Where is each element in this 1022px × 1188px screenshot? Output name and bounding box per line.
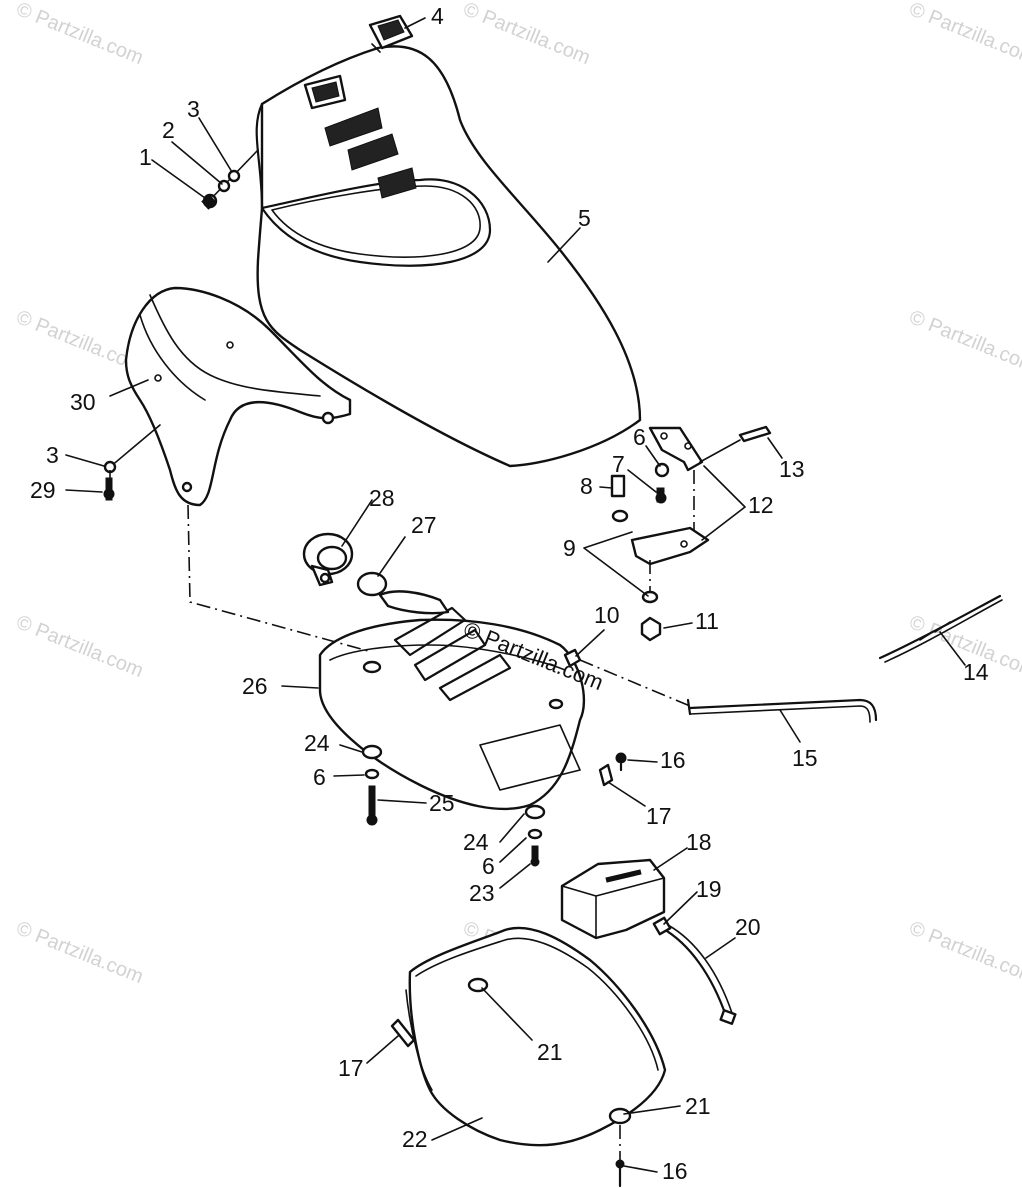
callout-8: 8 xyxy=(580,473,593,499)
watermark: © Partzilla.com xyxy=(906,306,1022,377)
watermark: © Partzilla.com xyxy=(13,0,146,69)
callout-19: 19 xyxy=(696,876,722,902)
callout-14: 14 xyxy=(963,659,989,685)
fastener-group-left xyxy=(103,424,161,501)
callout-17: 17 xyxy=(646,803,672,829)
callout-21: 21 xyxy=(685,1093,711,1119)
callout-21: 21 xyxy=(537,1039,563,1065)
fastener-group-upper-left xyxy=(201,149,259,210)
callout-20: 20 xyxy=(735,914,761,940)
watermark: © Partzilla.com xyxy=(906,0,1022,69)
plug-group-tray xyxy=(598,752,627,787)
cable-part xyxy=(878,594,1003,663)
tub-part xyxy=(405,926,667,1147)
callout-16: 16 xyxy=(662,1158,688,1184)
callout-30: 30 xyxy=(70,389,96,415)
bracket-group-right xyxy=(610,425,772,642)
seat-part xyxy=(255,45,642,468)
callout-6: 6 xyxy=(633,424,646,450)
callout-3: 3 xyxy=(46,442,59,468)
callout-28: 28 xyxy=(369,485,395,511)
watermark: © Partzilla.com xyxy=(13,611,146,682)
callout-3: 3 xyxy=(187,96,200,122)
callout-2: 2 xyxy=(162,117,175,143)
callout-18: 18 xyxy=(686,829,712,855)
callout-11: 11 xyxy=(695,608,719,634)
rod-part xyxy=(686,698,878,723)
drain-plug-lower xyxy=(615,1125,625,1188)
fastener-group-tray-left xyxy=(361,744,383,826)
strap-part xyxy=(652,916,737,1025)
callout-5: 5 xyxy=(578,205,591,231)
callout-22: 22 xyxy=(402,1126,428,1152)
callout-27: 27 xyxy=(411,512,437,538)
watermark-layer: © Partzilla.com © Partzilla.com © Partzi… xyxy=(13,0,1022,988)
callout-25: 25 xyxy=(429,790,455,816)
callout-15: 15 xyxy=(792,745,818,771)
callout-23: 23 xyxy=(469,880,495,906)
watermark: © Partzilla.com xyxy=(460,0,593,69)
callout-12: 12 xyxy=(748,492,774,518)
callout-13: 13 xyxy=(779,456,805,482)
callout-16: 16 xyxy=(660,747,686,773)
callout-26: 26 xyxy=(242,673,268,699)
assembly-lines xyxy=(109,470,691,707)
watermark: © Partzilla.com xyxy=(13,917,146,988)
callout-29: 29 xyxy=(30,477,56,503)
callout-6: 6 xyxy=(482,853,495,879)
storage-tray-part xyxy=(318,590,586,811)
filler-cap-group xyxy=(302,532,388,597)
callout-9: 9 xyxy=(563,535,576,561)
plug-group-tub xyxy=(390,1018,416,1048)
callout-24: 24 xyxy=(463,829,489,855)
battery-part xyxy=(560,858,666,940)
callout-7: 7 xyxy=(612,451,625,477)
watermark: © Partzilla.com xyxy=(906,917,1022,988)
callout-17: 17 xyxy=(338,1055,364,1081)
callout-10: 10 xyxy=(594,602,620,628)
hood-cover-part xyxy=(124,286,352,507)
leader-lines xyxy=(65,17,966,1173)
callout-1: 1 xyxy=(139,144,152,170)
callout-6: 6 xyxy=(313,764,326,790)
callout-24: 24 xyxy=(304,730,330,756)
callout-4: 4 xyxy=(431,3,444,29)
latch-part xyxy=(368,14,414,53)
fastener-group-tray-right xyxy=(524,804,546,867)
callout-labels: 1 2 3 4 5 30 3 29 6 7 8 13 12 9 28 27 10… xyxy=(30,3,989,1184)
